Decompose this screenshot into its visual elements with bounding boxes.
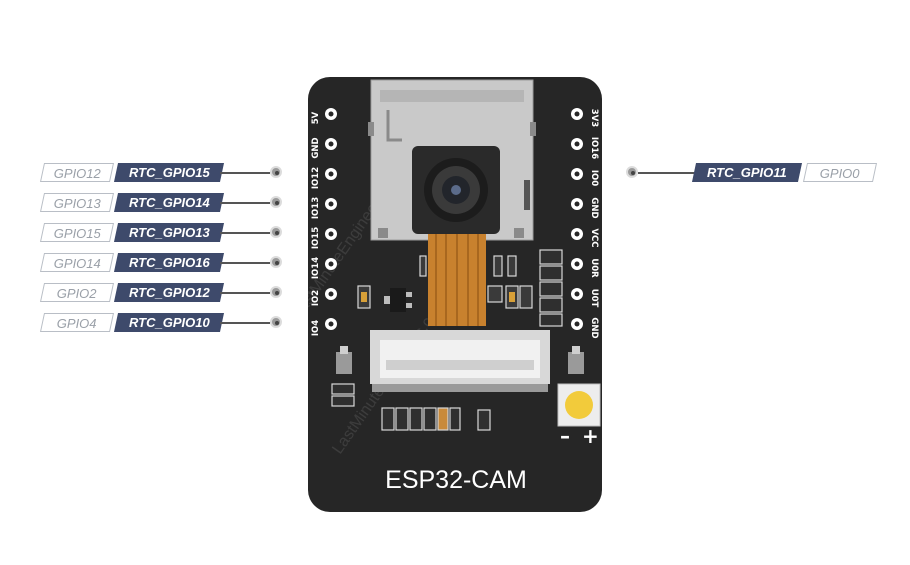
- left-pin-gnd: GND: [311, 137, 337, 159]
- resistor-array: [539, 249, 563, 327]
- svg-text:U0R: U0R: [589, 258, 599, 278]
- pin-marker: [270, 256, 282, 268]
- leader-line: [220, 322, 270, 324]
- camera-ribbon: [428, 234, 486, 326]
- left-pin-header: 5V GND IO12 IO13 IO15 IO14: [311, 108, 337, 336]
- svg-text:VCC: VCC: [589, 228, 599, 247]
- svg-text:5V: 5V: [311, 111, 321, 124]
- svg-text:IO16: IO16: [589, 137, 599, 159]
- right-pin-3v3: 3V3: [571, 108, 599, 127]
- small-array: [331, 383, 355, 407]
- plus-sign: +: [582, 424, 599, 448]
- left-pin-5v: 5V: [311, 108, 337, 124]
- led-pad-2: [509, 292, 515, 302]
- left-pin-io15: IO15: [311, 227, 337, 249]
- rtc-gpio-label: RTC_GPIO16: [113, 253, 225, 272]
- right-pin-io16: IO16: [571, 137, 599, 159]
- right-switch: [568, 346, 584, 374]
- flash-led: [557, 383, 601, 427]
- rtc-gpio-label: RTC_GPIO12: [113, 283, 225, 302]
- leader-line: [220, 172, 270, 174]
- fpc-connector: [370, 330, 550, 392]
- svg-text:IO4: IO4: [311, 320, 321, 336]
- right-pin-vcc: VCC: [571, 228, 599, 248]
- svg-text:IO0: IO0: [589, 170, 599, 186]
- left-pin-io12: IO12: [311, 167, 337, 189]
- right-pin-gnd: GND: [571, 197, 599, 219]
- pin-marker: [626, 166, 638, 178]
- right-pin-u0t: U0T: [571, 288, 599, 308]
- right-pin-header: 3V3 IO16 IO0 GND VCC U0R: [571, 108, 599, 339]
- led-pad: [361, 292, 367, 302]
- left-pin-io14: IO14: [311, 257, 337, 279]
- svg-text:GND: GND: [589, 317, 599, 338]
- pin-marker: [270, 316, 282, 328]
- minus-sign: –: [560, 424, 570, 448]
- rtc-gpio-label: RTC_GPIO14: [113, 193, 225, 212]
- leader-line: [220, 202, 270, 204]
- leader-line: [220, 232, 270, 234]
- gpio-label: GPIO12: [39, 163, 115, 182]
- gpio-label: GPIO14: [39, 253, 115, 272]
- camera-module: [412, 146, 500, 234]
- pin-marker: [270, 226, 282, 238]
- board-title: ESP32-CAM: [385, 466, 527, 494]
- svg-text:IO15: IO15: [311, 227, 321, 249]
- left-pin-io13: IO13: [311, 197, 337, 219]
- leader-line: [220, 292, 270, 294]
- pin-marker: [270, 196, 282, 208]
- left-pin-io2: IO2: [311, 288, 337, 306]
- right-pin-u0r: U0R: [571, 258, 599, 278]
- right-pin-io0: IO0: [571, 168, 599, 186]
- leader-line: [220, 262, 270, 264]
- bottom-pad-row: [381, 407, 491, 431]
- svg-text:IO14: IO14: [311, 257, 321, 279]
- left-pin-io4: IO4: [311, 318, 337, 336]
- svg-text:3V3: 3V3: [589, 109, 599, 127]
- svg-text:GND: GND: [311, 137, 321, 158]
- svg-text:U0T: U0T: [589, 289, 599, 308]
- rtc-gpio-label: RTC_GPIO13: [113, 223, 225, 242]
- gpio-label: GPIO2: [39, 283, 115, 302]
- pin-marker: [270, 286, 282, 298]
- right-pin-gnd-2: GND: [571, 317, 599, 339]
- svg-text:IO12: IO12: [311, 167, 321, 189]
- svg-text:IO2: IO2: [311, 290, 321, 306]
- gpio-label: GPIO4: [39, 313, 115, 332]
- gpio-label: GPIO13: [39, 193, 115, 212]
- pin-marker: [270, 166, 282, 178]
- left-switch: [336, 346, 352, 374]
- regulator: [384, 288, 412, 312]
- gpio-label: GPIO0: [802, 163, 878, 182]
- svg-text:IO13: IO13: [311, 197, 321, 219]
- gpio-label: GPIO15: [39, 223, 115, 242]
- leader-line: [638, 172, 696, 174]
- rtc-gpio-label: RTC_GPIO15: [113, 163, 225, 182]
- rtc-gpio-label: RTC_GPIO11: [691, 163, 803, 182]
- rtc-gpio-label: RTC_GPIO10: [113, 313, 225, 332]
- svg-text:GND: GND: [589, 197, 599, 218]
